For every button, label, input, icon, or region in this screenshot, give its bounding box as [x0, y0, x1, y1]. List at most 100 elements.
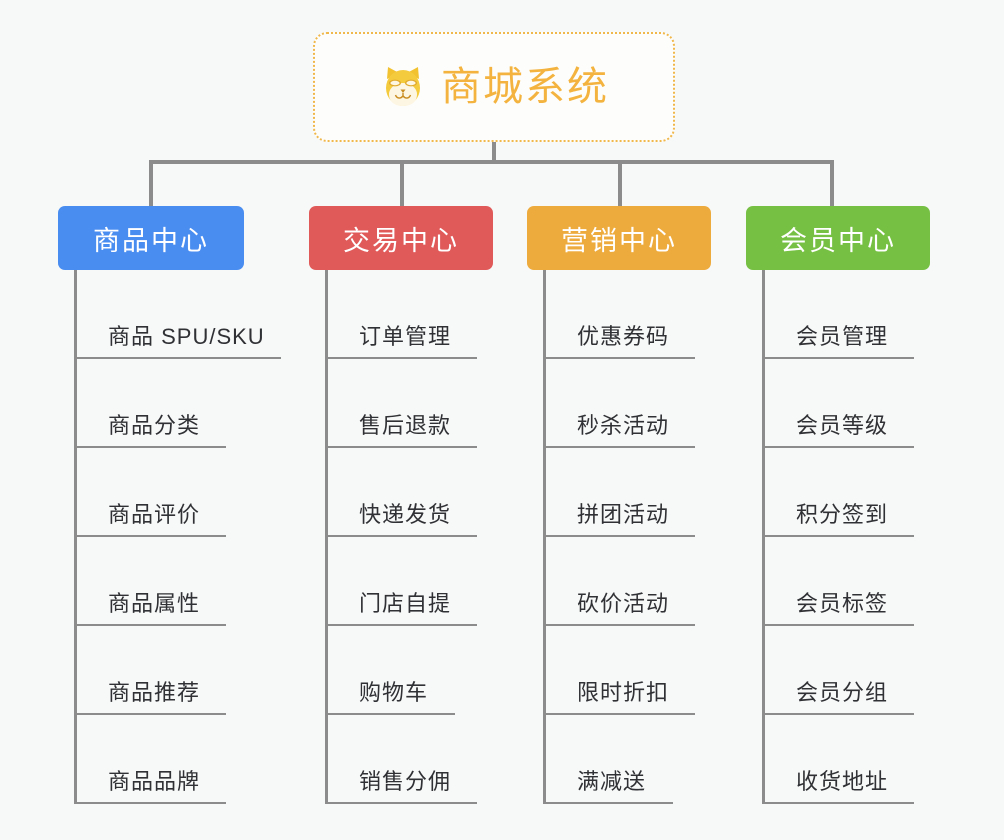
leaf-underline: [74, 624, 226, 626]
branch-trade-center: 交易中心 订单管理 售后退款 快递发货 门店自提 购物车: [309, 206, 493, 804]
list-item[interactable]: 积分签到: [762, 448, 914, 537]
leaf-underline: [325, 624, 477, 626]
shiba-dog-icon: [379, 63, 427, 111]
branch-spine-trade-center: [325, 270, 328, 804]
list-item[interactable]: 购物车: [325, 626, 467, 715]
leaf-label: 商品分类: [108, 413, 201, 438]
leaf-label: 限时折扣: [577, 680, 670, 705]
list-item[interactable]: 砍价活动: [543, 537, 695, 626]
list-item[interactable]: 销售分佣: [325, 715, 477, 804]
list-item[interactable]: 会员管理: [762, 270, 914, 359]
list-item[interactable]: 会员等级: [762, 359, 914, 448]
leaf-label: 会员管理: [796, 324, 889, 349]
leaf-underline: [74, 535, 226, 537]
list-item[interactable]: 收货地址: [762, 715, 914, 804]
connector-horizontal-bus: [149, 160, 832, 164]
leaf-label: 拼团活动: [577, 502, 670, 527]
list-item[interactable]: 商品分类: [74, 359, 281, 448]
leaf-label: 商品推荐: [108, 680, 201, 705]
branch-head-label: 商品中心: [93, 225, 209, 256]
list-item[interactable]: 商品评价: [74, 448, 281, 537]
connector-root-stem: [492, 142, 496, 162]
branch-head-member-center[interactable]: 会员中心: [746, 206, 930, 270]
leaf-list-marketing-center: 优惠券码 秒杀活动 拼团活动 砍价活动 限时折扣 满减送: [543, 270, 695, 804]
leaf-underline: [74, 446, 226, 448]
leaf-label: 门店自提: [359, 591, 452, 616]
leaf-underline: [762, 624, 914, 626]
leaf-label: 积分签到: [796, 502, 889, 527]
leaf-list-trade-center: 订单管理 售后退款 快递发货 门店自提 购物车 销售分佣: [325, 270, 477, 804]
leaf-list-member-center: 会员管理 会员等级 积分签到 会员标签 会员分组 收货地址: [762, 270, 914, 804]
branch-head-trade-center[interactable]: 交易中心: [309, 206, 493, 270]
leaf-underline: [74, 357, 281, 359]
leaf-underline: [762, 446, 914, 448]
leaf-underline: [325, 446, 477, 448]
connector-drop-member-center: [830, 160, 834, 208]
leaf-label: 秒杀活动: [577, 413, 670, 438]
branch-product-center: 商品中心 商品 SPU/SKU 商品分类 商品评价 商品属性 商品推荐: [58, 206, 281, 804]
list-item[interactable]: 会员分组: [762, 626, 914, 715]
root-node-label: 商城系统: [441, 65, 609, 109]
leaf-list-product-center: 商品 SPU/SKU 商品分类 商品评价 商品属性 商品推荐 商品品牌: [74, 270, 281, 804]
leaf-underline: [543, 446, 695, 448]
leaf-underline: [762, 713, 914, 715]
leaf-underline: [74, 802, 226, 804]
list-item[interactable]: 商品 SPU/SKU: [74, 270, 281, 359]
list-item[interactable]: 商品推荐: [74, 626, 281, 715]
connector-drop-product-center: [149, 160, 153, 208]
leaf-underline: [325, 357, 477, 359]
leaf-label: 商品评价: [108, 502, 201, 527]
leaf-underline: [543, 802, 673, 804]
leaf-underline: [325, 713, 455, 715]
branch-member-center: 会员中心 会员管理 会员等级 积分签到 会员标签 会员分组: [746, 206, 930, 804]
list-item[interactable]: 限时折扣: [543, 626, 695, 715]
list-item[interactable]: 订单管理: [325, 270, 477, 359]
leaf-underline: [543, 357, 695, 359]
leaf-underline: [543, 624, 695, 626]
leaf-label: 满减送: [577, 769, 647, 794]
branch-spine-product-center: [74, 270, 77, 804]
leaf-underline: [543, 535, 695, 537]
leaf-label: 优惠券码: [577, 324, 670, 349]
list-item[interactable]: 秒杀活动: [543, 359, 695, 448]
list-item[interactable]: 门店自提: [325, 537, 477, 626]
leaf-label: 购物车: [359, 680, 429, 705]
branch-head-label: 营销中心: [561, 225, 677, 256]
leaf-underline: [762, 802, 914, 804]
leaf-underline: [325, 535, 477, 537]
list-item[interactable]: 商品属性: [74, 537, 281, 626]
leaf-underline: [325, 802, 477, 804]
leaf-label: 订单管理: [359, 324, 452, 349]
leaf-underline: [762, 535, 914, 537]
branch-head-label: 交易中心: [343, 225, 459, 256]
list-item[interactable]: 快递发货: [325, 448, 477, 537]
branch-head-marketing-center[interactable]: 营销中心: [527, 206, 711, 270]
leaf-label: 售后退款: [359, 413, 452, 438]
list-item[interactable]: 会员标签: [762, 537, 914, 626]
leaf-label: 快递发货: [359, 502, 452, 527]
list-item[interactable]: 拼团活动: [543, 448, 695, 537]
branch-marketing-center: 营销中心 优惠券码 秒杀活动 拼团活动 砍价活动 限时折扣: [527, 206, 711, 804]
leaf-underline: [543, 713, 695, 715]
root-node-shop-system[interactable]: 商城系统: [313, 32, 675, 142]
leaf-underline: [762, 357, 914, 359]
leaf-label: 会员分组: [796, 680, 889, 705]
list-item[interactable]: 售后退款: [325, 359, 477, 448]
leaf-underline: [74, 713, 226, 715]
branch-head-label: 会员中心: [780, 225, 896, 256]
leaf-label: 销售分佣: [359, 769, 452, 794]
connector-drop-marketing-center: [618, 160, 622, 208]
leaf-label: 商品品牌: [108, 769, 201, 794]
leaf-label: 商品属性: [108, 591, 201, 616]
leaf-label: 会员标签: [796, 591, 889, 616]
branch-spine-member-center: [762, 270, 765, 804]
leaf-label: 收货地址: [796, 769, 889, 794]
list-item[interactable]: 商品品牌: [74, 715, 281, 804]
list-item[interactable]: 满减送: [543, 715, 685, 804]
branch-spine-marketing-center: [543, 270, 546, 804]
leaf-label: 砍价活动: [577, 591, 670, 616]
leaf-label: 会员等级: [796, 413, 889, 438]
branch-head-product-center[interactable]: 商品中心: [58, 206, 244, 270]
list-item[interactable]: 优惠券码: [543, 270, 695, 359]
